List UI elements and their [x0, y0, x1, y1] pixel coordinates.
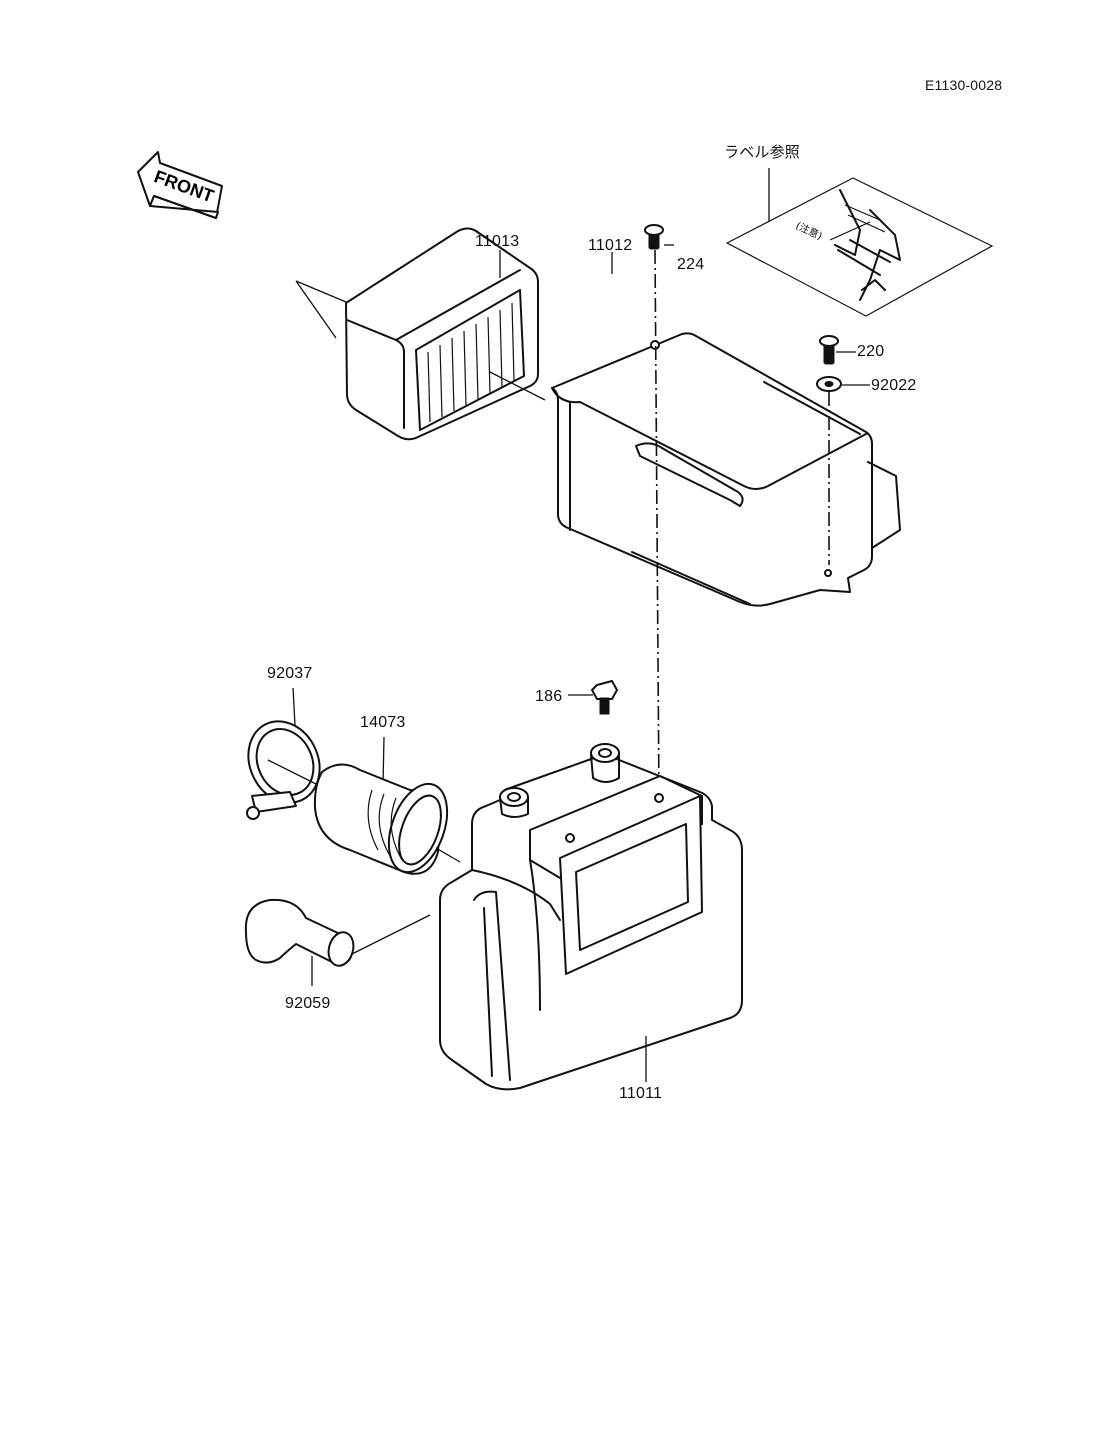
clamp-92037 [246, 687, 321, 820]
hose-92059 [244, 898, 431, 986]
part-label-220: 220 [857, 343, 885, 360]
screw-220 [819, 335, 856, 365]
screw-224 [644, 224, 674, 250]
air-filter-element [295, 227, 546, 441]
reference-code: E1130-0028 [925, 77, 1003, 93]
bolt-186 [568, 680, 618, 715]
part-label-92022: 92022 [871, 377, 917, 394]
part-label-186: 186 [535, 688, 563, 705]
front-arrow-icon: FRONT [137, 151, 223, 219]
svg-text:(注意): (注意) [794, 219, 825, 243]
air-cleaner-case [439, 743, 743, 1091]
inlet-duct-14073 [313, 736, 461, 875]
part-label-14073: 14073 [360, 714, 406, 731]
washer-92022 [816, 376, 870, 392]
air-cleaner-cover [551, 332, 901, 607]
part-label-11012: 11012 [588, 237, 633, 254]
assembly-line-center [654, 249, 660, 799]
part-label-92059: 92059 [285, 995, 331, 1012]
part-label-11011: 11011 [619, 1085, 663, 1102]
part-label-224: 224 [677, 256, 705, 273]
part-label-92037: 92037 [267, 665, 313, 682]
part-label-11013: 11013 [475, 233, 520, 250]
label-reference-panel: (注意) [725, 168, 994, 317]
label-reference-note: ラベル参照 [724, 143, 801, 161]
